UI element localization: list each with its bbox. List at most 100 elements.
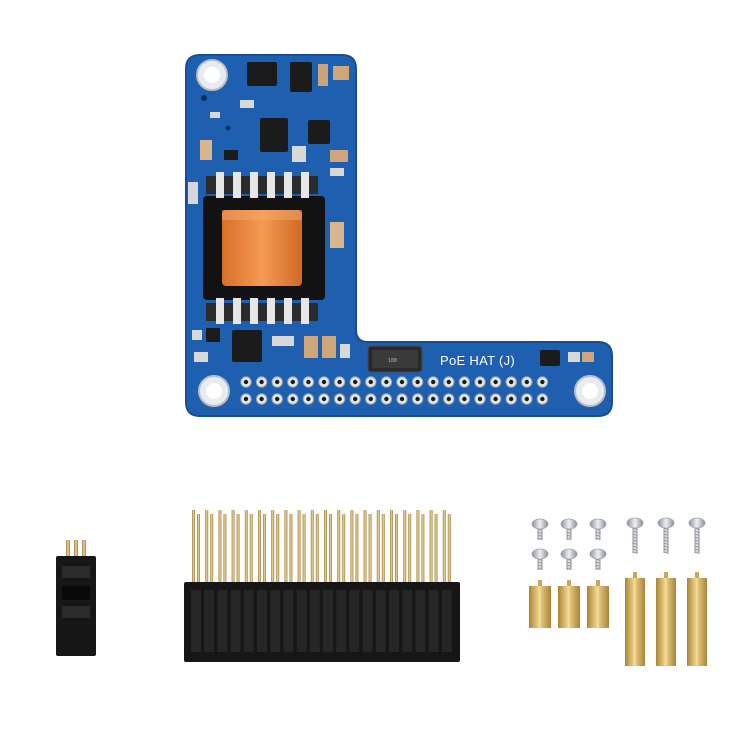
board-label: PoE HAT (J) bbox=[440, 353, 515, 368]
screw bbox=[688, 517, 706, 554]
screw-thread bbox=[694, 545, 700, 548]
screw-thread bbox=[663, 536, 669, 539]
header-slot bbox=[191, 590, 201, 652]
header-pin bbox=[434, 514, 438, 586]
header-pin bbox=[429, 510, 433, 586]
gpio-hole-center bbox=[399, 396, 405, 402]
gpio-hole-center bbox=[275, 396, 280, 402]
transformer-pin bbox=[301, 172, 309, 198]
gpio-hole-center bbox=[493, 396, 498, 402]
gpio-hole-center bbox=[415, 396, 420, 402]
transformer-pins-bottom bbox=[216, 298, 309, 324]
header-pin bbox=[284, 510, 288, 586]
header-slot bbox=[270, 590, 281, 652]
header-pin bbox=[368, 514, 372, 586]
screw bbox=[589, 548, 607, 570]
header-pin bbox=[192, 510, 195, 586]
screw bbox=[560, 548, 578, 570]
screw-thread bbox=[694, 548, 700, 551]
inductor-mark: 100 bbox=[388, 358, 397, 364]
gpio-hole-center bbox=[353, 379, 358, 385]
header-slot bbox=[441, 590, 452, 652]
gpio-hole-center bbox=[368, 379, 373, 385]
transformer-pin bbox=[216, 172, 224, 198]
transformer-pin bbox=[233, 172, 241, 198]
screw-shaft bbox=[694, 525, 700, 553]
gpio-hole-center bbox=[337, 379, 342, 385]
header-pin bbox=[315, 514, 319, 586]
header-slot bbox=[428, 590, 439, 652]
screw-thread bbox=[663, 542, 669, 545]
screw-head bbox=[560, 548, 578, 560]
mounting-hardware bbox=[529, 517, 707, 666]
jumper-pin bbox=[82, 540, 86, 560]
header-slot bbox=[296, 590, 307, 652]
screw bbox=[560, 518, 578, 540]
header-slot bbox=[257, 590, 267, 652]
screw-thread bbox=[632, 551, 638, 554]
screw-thread bbox=[632, 542, 638, 545]
header-pin bbox=[297, 510, 301, 586]
header-pin bbox=[310, 510, 314, 586]
gpio-hole-center bbox=[509, 396, 514, 402]
transformer-pin bbox=[284, 298, 292, 324]
screw bbox=[531, 518, 549, 540]
header-pin bbox=[289, 514, 293, 586]
transformer-pin bbox=[301, 298, 309, 324]
gpio-hole-center bbox=[540, 379, 545, 385]
screw-thread bbox=[537, 534, 543, 537]
gpio-header-holes bbox=[240, 376, 549, 405]
header-slot bbox=[389, 590, 399, 652]
screw-head bbox=[560, 518, 578, 530]
gpio-hole-center bbox=[462, 379, 467, 385]
gpio-hole-center bbox=[446, 396, 451, 402]
screw bbox=[531, 548, 549, 570]
gpio-hole-center bbox=[337, 396, 342, 402]
transformer-pin bbox=[284, 172, 292, 198]
gpio-hole-center bbox=[524, 379, 529, 385]
header-pin bbox=[249, 514, 253, 586]
standoff bbox=[587, 580, 609, 628]
header-pin bbox=[244, 510, 248, 586]
transformer-pin bbox=[216, 298, 224, 324]
header-slot bbox=[283, 590, 294, 652]
screw-thread bbox=[663, 548, 669, 551]
screw-thread bbox=[694, 542, 700, 545]
screw-thread bbox=[694, 530, 700, 533]
mounting-hole-top-left bbox=[196, 59, 228, 91]
jumper-pins bbox=[66, 540, 86, 560]
gpio-hole-center bbox=[353, 396, 358, 402]
screw-head bbox=[589, 518, 607, 530]
header-slot bbox=[336, 590, 347, 652]
header-pin bbox=[223, 514, 227, 586]
screw-thread bbox=[632, 533, 638, 536]
gpio-hole-center bbox=[275, 379, 280, 385]
gpio-hole-center bbox=[477, 379, 483, 385]
standoff-thread bbox=[538, 580, 542, 586]
header-pin bbox=[197, 514, 200, 586]
poe-hat-board: 100 PoE HAT (J) bbox=[185, 54, 613, 417]
standoff-thread bbox=[664, 572, 668, 578]
screw-shaft bbox=[663, 525, 669, 553]
screw-thread bbox=[537, 537, 543, 540]
transformer-pin bbox=[233, 298, 241, 324]
screw-thread bbox=[694, 551, 700, 554]
standoff bbox=[656, 572, 676, 666]
gpio-hole-center bbox=[509, 379, 514, 385]
gpio-hole-center bbox=[368, 396, 373, 402]
header-pin bbox=[342, 514, 346, 586]
screw-thread bbox=[632, 530, 638, 533]
screw-thread bbox=[566, 537, 572, 540]
screw-thread bbox=[595, 561, 601, 564]
header-slot bbox=[349, 590, 360, 652]
header-pin bbox=[337, 510, 341, 586]
screw-thread bbox=[566, 567, 572, 570]
standoff-thread bbox=[695, 572, 699, 578]
gpio-hole-center bbox=[321, 379, 327, 385]
header-slot bbox=[402, 590, 413, 652]
gpio-hole-center bbox=[306, 379, 311, 385]
smd-components-middle bbox=[188, 182, 350, 362]
stacking-header-pins bbox=[192, 510, 451, 586]
standoff-thread bbox=[633, 572, 637, 578]
